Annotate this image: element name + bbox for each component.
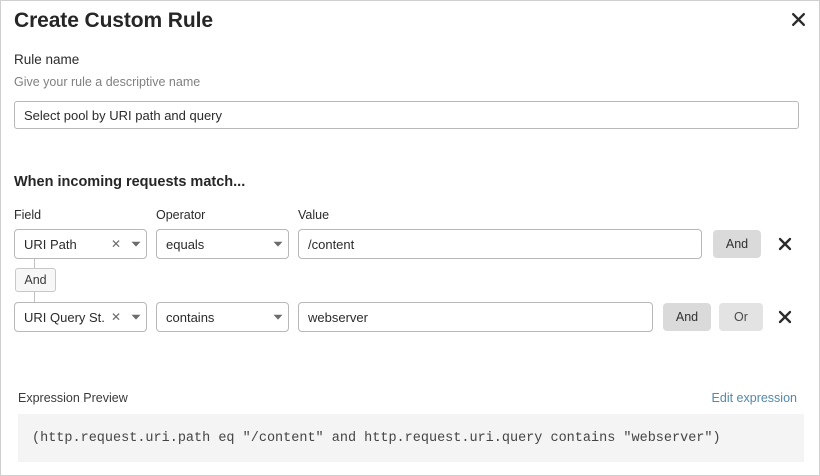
chevron-down-icon-glyph <box>131 241 141 247</box>
value-input-row2[interactable] <box>298 302 653 332</box>
chevron-down-icon[interactable] <box>268 241 288 248</box>
field-select-row2[interactable]: URI Query St... ✕ <box>14 302 147 332</box>
match-section-heading: When incoming requests match... <box>14 174 246 190</box>
chevron-down-icon[interactable] <box>268 314 288 321</box>
page-title: Create Custom Rule <box>14 9 213 32</box>
operator-select-row1-value: equals <box>166 236 205 252</box>
condition-connector: And <box>1 259 81 303</box>
field-select-row1[interactable]: URI Path ✕ <box>14 229 147 259</box>
rule-name-hint: Give your rule a descriptive name <box>14 75 201 89</box>
rule-name-label: Rule name <box>14 52 80 67</box>
field-select-row2-value: URI Query St... <box>24 309 106 325</box>
column-header-operator: Operator <box>156 208 206 222</box>
expression-preview-code: (http.request.uri.path eq "/content" and… <box>18 414 804 462</box>
logic-or-button-row2[interactable]: Or <box>719 303 763 331</box>
field-select-row1-value: URI Path <box>24 236 77 252</box>
logic-and-button-row1[interactable]: And <box>713 230 761 258</box>
close-icon-glyph <box>778 310 792 324</box>
chevron-down-icon[interactable] <box>126 241 146 248</box>
close-icon-glyph <box>791 12 805 26</box>
logic-and-button-row2[interactable]: And <box>663 303 711 331</box>
close-icon[interactable] <box>786 7 810 31</box>
rule-name-input[interactable] <box>14 101 799 129</box>
operator-select-row1[interactable]: equals <box>156 229 289 259</box>
close-icon-glyph <box>778 237 792 251</box>
clear-x-icon[interactable]: ✕ <box>110 237 121 251</box>
connector-line-top <box>34 259 35 269</box>
remove-condition-row1[interactable] <box>775 229 795 259</box>
column-header-value: Value <box>298 208 330 222</box>
value-input-row1[interactable] <box>298 229 702 259</box>
operator-select-row2[interactable]: contains <box>156 302 289 332</box>
clear-x-icon[interactable]: ✕ <box>110 310 121 324</box>
remove-condition-row2[interactable] <box>775 302 795 332</box>
chevron-down-icon[interactable] <box>126 314 146 321</box>
column-header-field: Field <box>14 208 42 222</box>
operator-select-row2-value: contains <box>166 309 215 325</box>
connector-and-badge[interactable]: And <box>15 268 56 292</box>
expression-preview-label: Expression Preview <box>18 391 128 405</box>
edit-expression-link[interactable]: Edit expression <box>711 391 797 405</box>
chevron-down-icon-glyph <box>273 241 283 247</box>
chevron-down-icon-glyph <box>131 314 141 320</box>
connector-line-bottom <box>34 291 35 303</box>
chevron-down-icon-glyph <box>273 314 283 320</box>
